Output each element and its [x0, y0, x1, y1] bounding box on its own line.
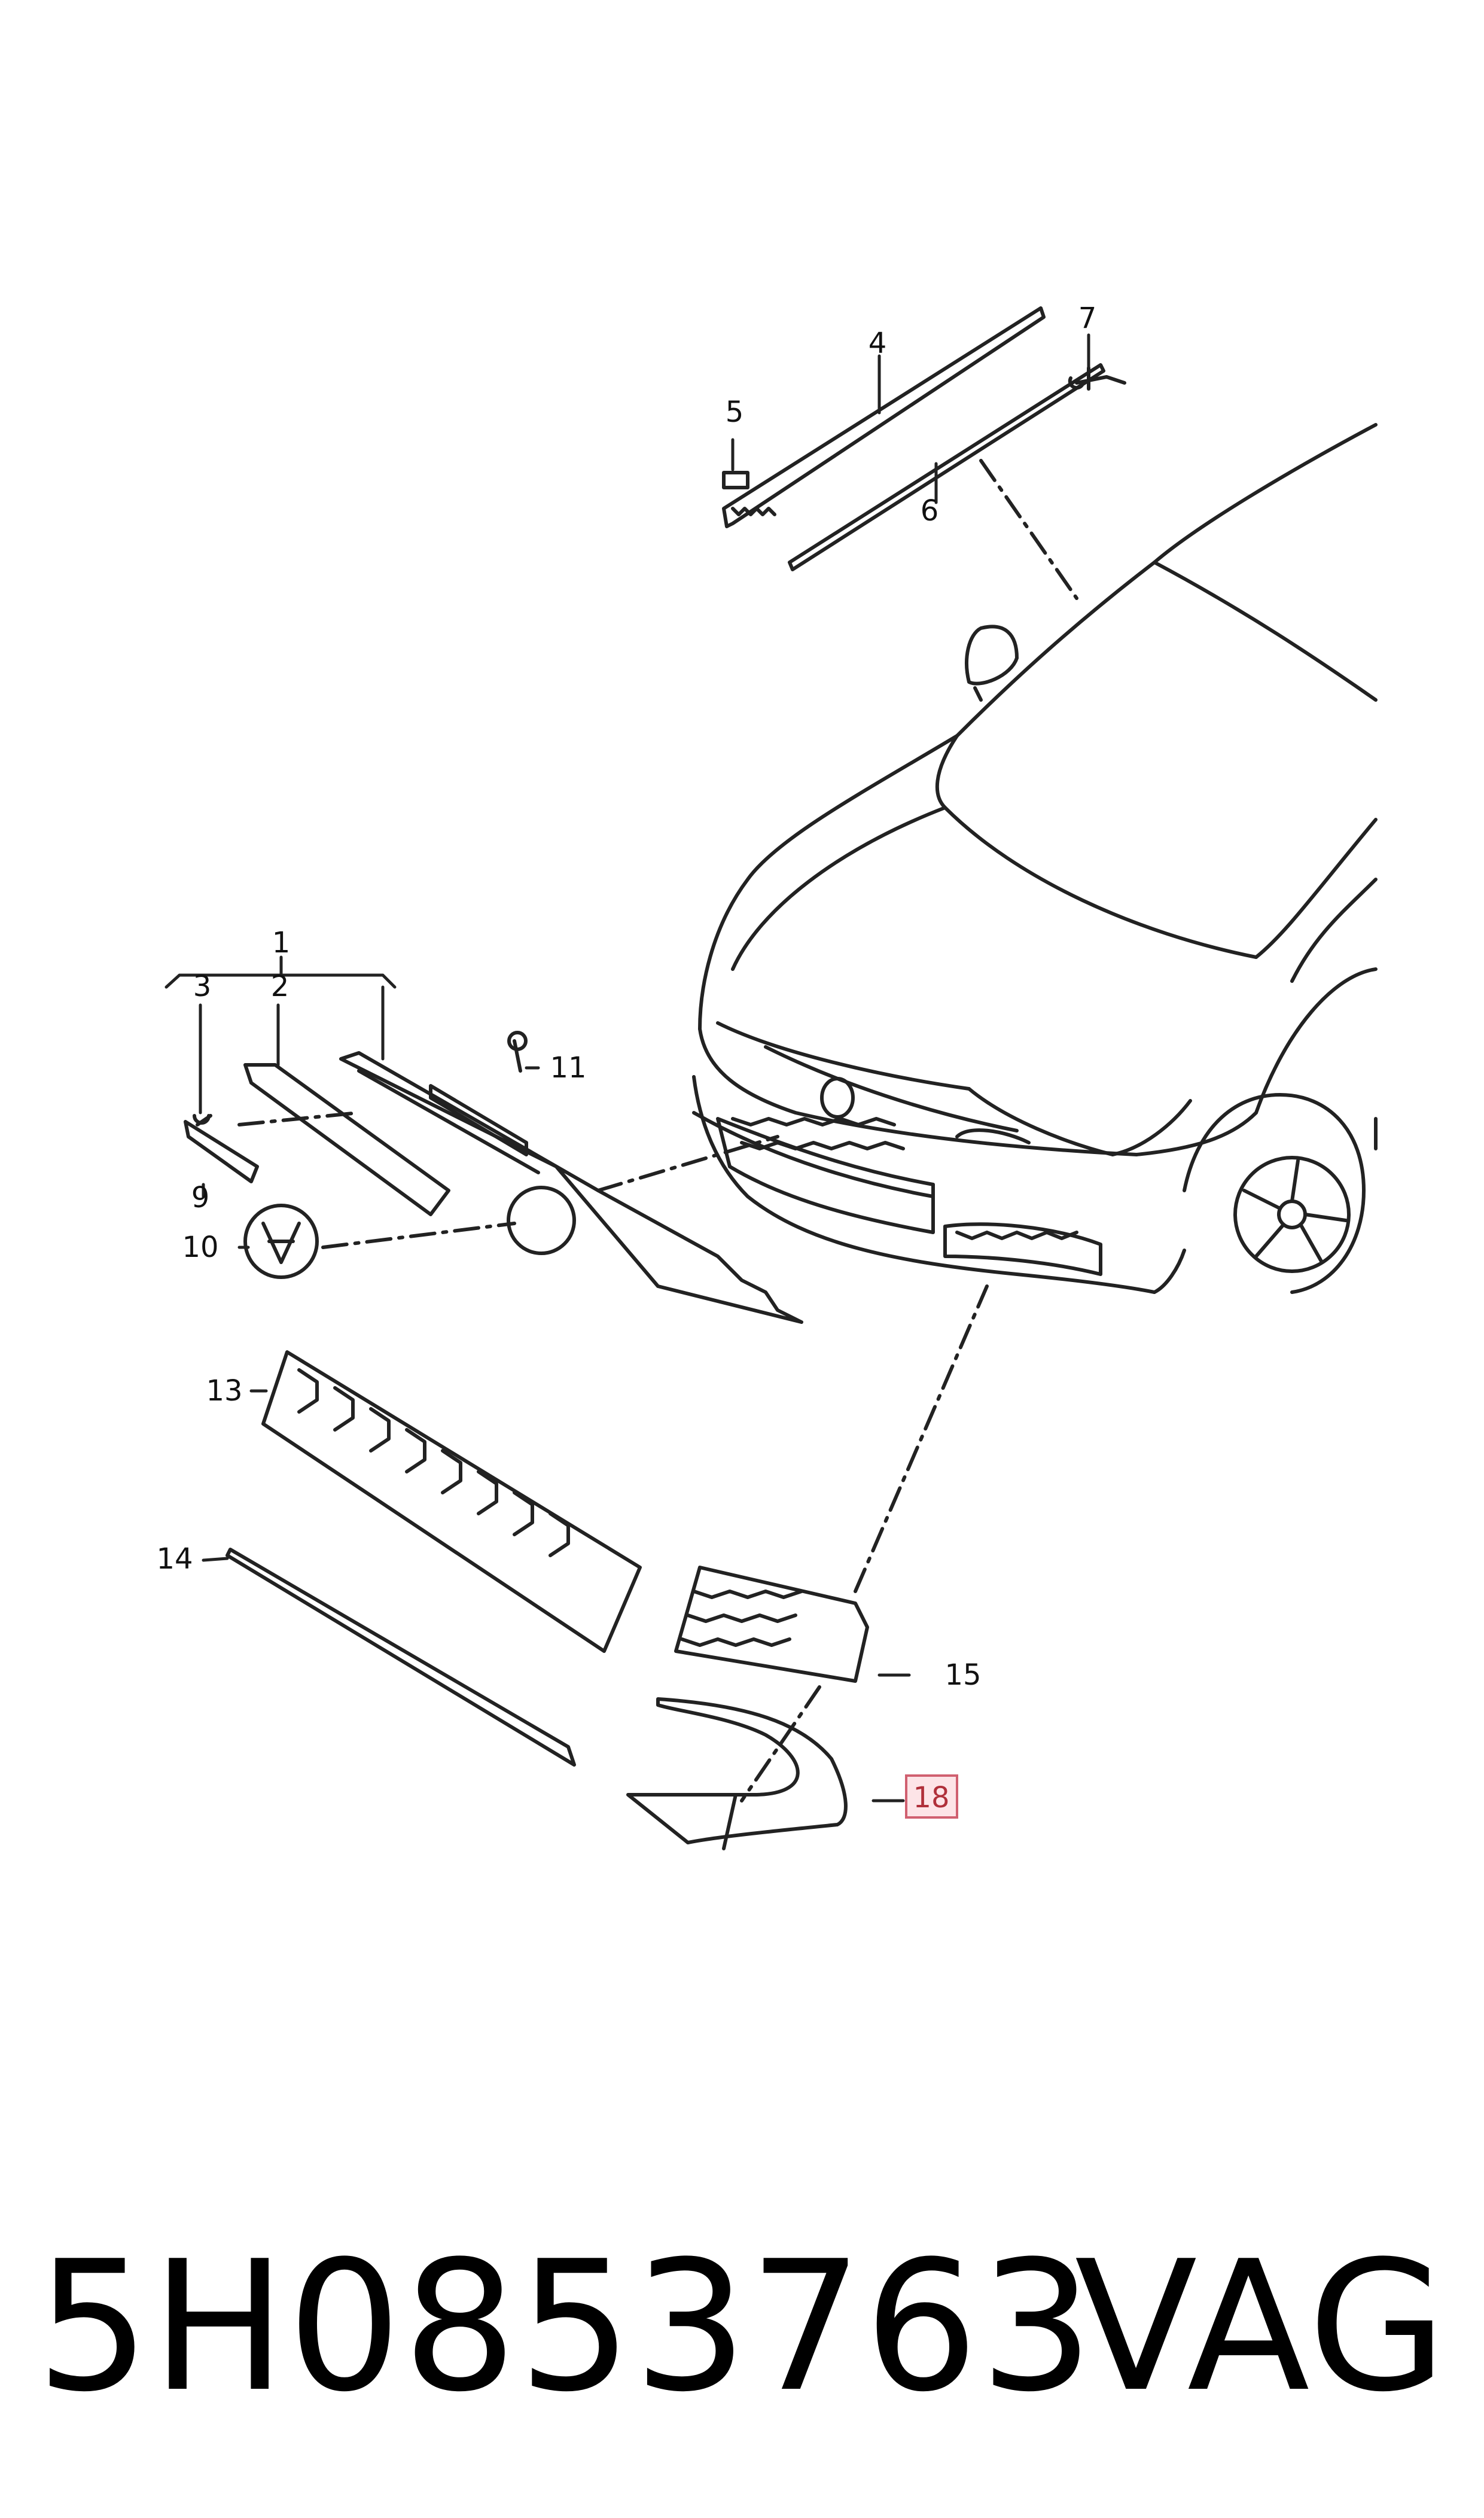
- callout-13: 13: [206, 1374, 242, 1408]
- vw-badge-10: [243, 1204, 319, 1279]
- callout-11: 11: [550, 1051, 586, 1085]
- vw-emblem-on-car: [820, 1077, 855, 1119]
- part-number: 5H0853763: [36, 2222, 1095, 2431]
- grille-assembly: [184, 1031, 803, 1324]
- callout-5: 5: [726, 395, 744, 429]
- leader-lines: [164, 333, 1090, 1803]
- screw-3: [193, 1114, 212, 1126]
- lower-grille-parts: [226, 1284, 989, 1850]
- roof-molding-4: [722, 306, 1046, 528]
- callouts: 1 2 3 4 5 6 7 9 10 11 13 14 15 18: [156, 302, 1097, 1819]
- car-illustration: [692, 423, 1378, 1294]
- rivet-7: [1068, 375, 1126, 390]
- clip-5: [722, 471, 749, 489]
- callout-10: 10: [182, 1231, 218, 1264]
- trim-frame-18: [626, 1697, 848, 1844]
- upper-grille: [339, 1051, 803, 1324]
- callout-4: 4: [869, 327, 887, 360]
- callout-3: 3: [193, 970, 212, 1003]
- callout-9: 9: [191, 1181, 210, 1214]
- callout-15: 15: [944, 1658, 981, 1692]
- callout-6: 6: [921, 494, 939, 528]
- lower-trim-14: [226, 1548, 576, 1767]
- callout-1: 1: [272, 926, 291, 960]
- callout-2: 2: [271, 970, 290, 1003]
- trim-clip-9: [184, 1120, 259, 1183]
- callout-18: 18: [913, 1781, 949, 1814]
- roof-seal-6: [788, 363, 1105, 571]
- callout-14: 14: [156, 1542, 193, 1576]
- screw-11: [513, 1039, 522, 1073]
- highlight-box-18: [905, 1774, 958, 1819]
- callout-7: 7: [1078, 302, 1097, 335]
- grille-strip-2: [243, 1063, 450, 1216]
- roof-trim-parts: [722, 306, 1126, 600]
- lower-grille-13: [261, 1350, 642, 1653]
- brand-name: VAG: [1074, 2222, 1448, 2431]
- fog-grille-15: [674, 1566, 869, 1683]
